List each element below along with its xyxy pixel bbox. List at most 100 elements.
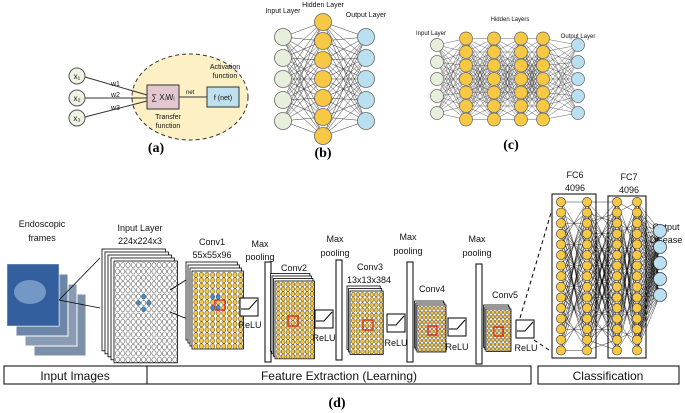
input-grid-unit-3-9 [130, 318, 136, 325]
conv1-grid-kernel-window [214, 299, 226, 311]
conv5-grid-unit-1-8 [491, 346, 495, 352]
conv1-grid-unit-8-3 [238, 288, 243, 295]
conv1-grid-unit-7-0 [232, 271, 238, 278]
fc7-neuron-0-8 [612, 281, 622, 292]
conv2-grid-unit-2-1 [285, 286, 291, 292]
conv1-grid-unit-6-13 [227, 343, 232, 350]
input-grid-unit-10-1 [167, 268, 172, 275]
conv1-grid-unit-8-2 [238, 282, 243, 289]
input-grid-unit-10-7 [167, 306, 172, 313]
conv3-grid-unit-0-9 [351, 338, 356, 344]
conv1-grid-unit-4-1 [215, 277, 221, 284]
panel-b-output-layer-label: Output Layer [346, 12, 387, 19]
conv2-grid-unit-3-12 [290, 339, 295, 345]
input-grid-unit-4-7 [136, 306, 141, 313]
conv3-grid-unit-5-1 [374, 297, 379, 303]
conv3-grid-unit-0-8 [351, 333, 356, 339]
max-pooling-2-bar [335, 259, 343, 361]
conv1-grid-unit-0-1 [193, 277, 199, 284]
c-edge-4-4-0 [542, 44, 579, 93]
conv2-grid-unit-7-14 [309, 348, 315, 355]
relu-label-3: ReLU [384, 338, 407, 348]
conv1-grid-unit-1-7 [199, 310, 204, 317]
c-neuron-0-0 [430, 38, 444, 52]
conv4-grid-unit-5-5 [438, 329, 442, 334]
fc6-fc7-edge-9-0 [586, 201, 618, 298]
conv4-grid-unit-3-3 [430, 319, 434, 325]
conv4-grid-unit-6-5 [442, 329, 446, 334]
input-grid-unit-9-9 [162, 318, 167, 325]
conv4-grid-unit-1-8 [422, 342, 426, 348]
conv1-grid-unit-2-5 [204, 299, 210, 306]
conv3-grid-unit-4-9 [369, 338, 374, 344]
conv3-grid-unit-5-6 [374, 323, 379, 329]
conv5-grid-unit-5-0 [507, 310, 511, 315]
conv2-grid-unit-5-10 [300, 329, 305, 336]
input-grid-unit-6-9 [146, 318, 152, 325]
conv5-label: Conv5 [492, 290, 518, 300]
conv4-grid-unit-0-9 [418, 347, 422, 352]
input-node-x3 [68, 109, 86, 127]
input-grid-unit-2-0 [125, 262, 131, 269]
input-grid-unit-7-14 [151, 350, 157, 357]
conv1-grid-unit-3-7 [210, 310, 215, 317]
input-grid-unit-3-8 [130, 312, 136, 319]
input-grid-unit-8-9 [156, 318, 162, 325]
input-grid-unit-0-12 [115, 337, 120, 344]
conv4-grid-unit-2-8 [426, 342, 430, 348]
conv5-grid-unit-2-5 [495, 333, 499, 338]
conv3-grid-unit-5-2 [374, 302, 379, 308]
conv4-grid-unit-4-0 [434, 306, 438, 311]
input-grid-unit-0-13 [115, 344, 120, 350]
c-edge-4-3-0 [542, 44, 579, 80]
input-grid-unit-0-7 [115, 306, 120, 313]
conv2-grid-unit-6-9 [305, 324, 310, 331]
b-neuron-2-2 [357, 70, 375, 88]
c-edge-0-1-5 [436, 61, 467, 107]
fc6-neuron-0-8 [556, 281, 566, 292]
conv1-grid-unit-4-9 [215, 321, 221, 328]
conv2-grid-unit-5-8 [300, 320, 305, 326]
panel-b-nodes [274, 13, 375, 145]
fc7-neuron-1-0 [632, 197, 642, 207]
conv2-grid-unit-7-7 [309, 315, 315, 321]
c-neuron-2-6 [487, 112, 501, 127]
input-grid-unit-5-12 [141, 337, 146, 344]
conv1-grid-unit-7-7 [232, 310, 238, 317]
input-grid-unit-6-3 [146, 281, 152, 287]
conv2-grid-unit-3-13 [290, 344, 295, 350]
conv2-grid-unit-6-0 [305, 281, 310, 288]
conv4-grid-unit-6-2 [442, 315, 446, 320]
input-grid-unit-2-4 [125, 287, 131, 294]
input-grid-unit-0-6 [115, 300, 120, 306]
conv4-grid-unit-1-7 [422, 338, 426, 343]
conv2-grid-kernel-window [287, 315, 299, 327]
conv2-grid-unit-2-3 [285, 296, 291, 302]
conv2-grid-unit-6-2 [305, 291, 310, 297]
relu-label-5: ReLU [514, 343, 537, 353]
c-edge-1-6-3 [465, 78, 495, 120]
conv4-grid-unit-1-6 [422, 333, 426, 339]
conv3-grid-unit-1-7 [355, 328, 360, 334]
max-pooling-3-label-2: pooling [393, 246, 422, 256]
conv2-grid-unit-1-8 [281, 320, 286, 326]
conv3-grid-unit-1-8 [355, 333, 360, 339]
b-edge-1-6-1 [322, 57, 367, 137]
conv2-grid-unit-7-2 [309, 291, 315, 297]
input-grid-unit-6-10 [146, 325, 152, 332]
conv1-feature-map [185, 261, 244, 350]
conv2-grid-unit-0-4 [276, 300, 281, 307]
conv2-grid-unit-5-1 [300, 286, 305, 292]
fc7-neuron-1-9 [632, 292, 642, 303]
fc6-fc7-edge-3-0 [586, 201, 618, 234]
conv1-grid-unit-4-7 [215, 310, 221, 317]
conv2-grid-unit-7-13 [309, 344, 315, 350]
input-grid-unit-6-8 [146, 312, 152, 319]
conv2-grid-unit-0-10 [276, 329, 281, 336]
c-edge-4-0-2 [542, 38, 579, 80]
fc7-neuron-0-6 [612, 260, 622, 271]
input-grid-unit-10-5 [167, 293, 172, 300]
b-edge-1-6-2 [322, 78, 367, 137]
input-grid-unit-5-7 [141, 306, 146, 313]
fc6-neuron-0-3 [556, 228, 566, 239]
